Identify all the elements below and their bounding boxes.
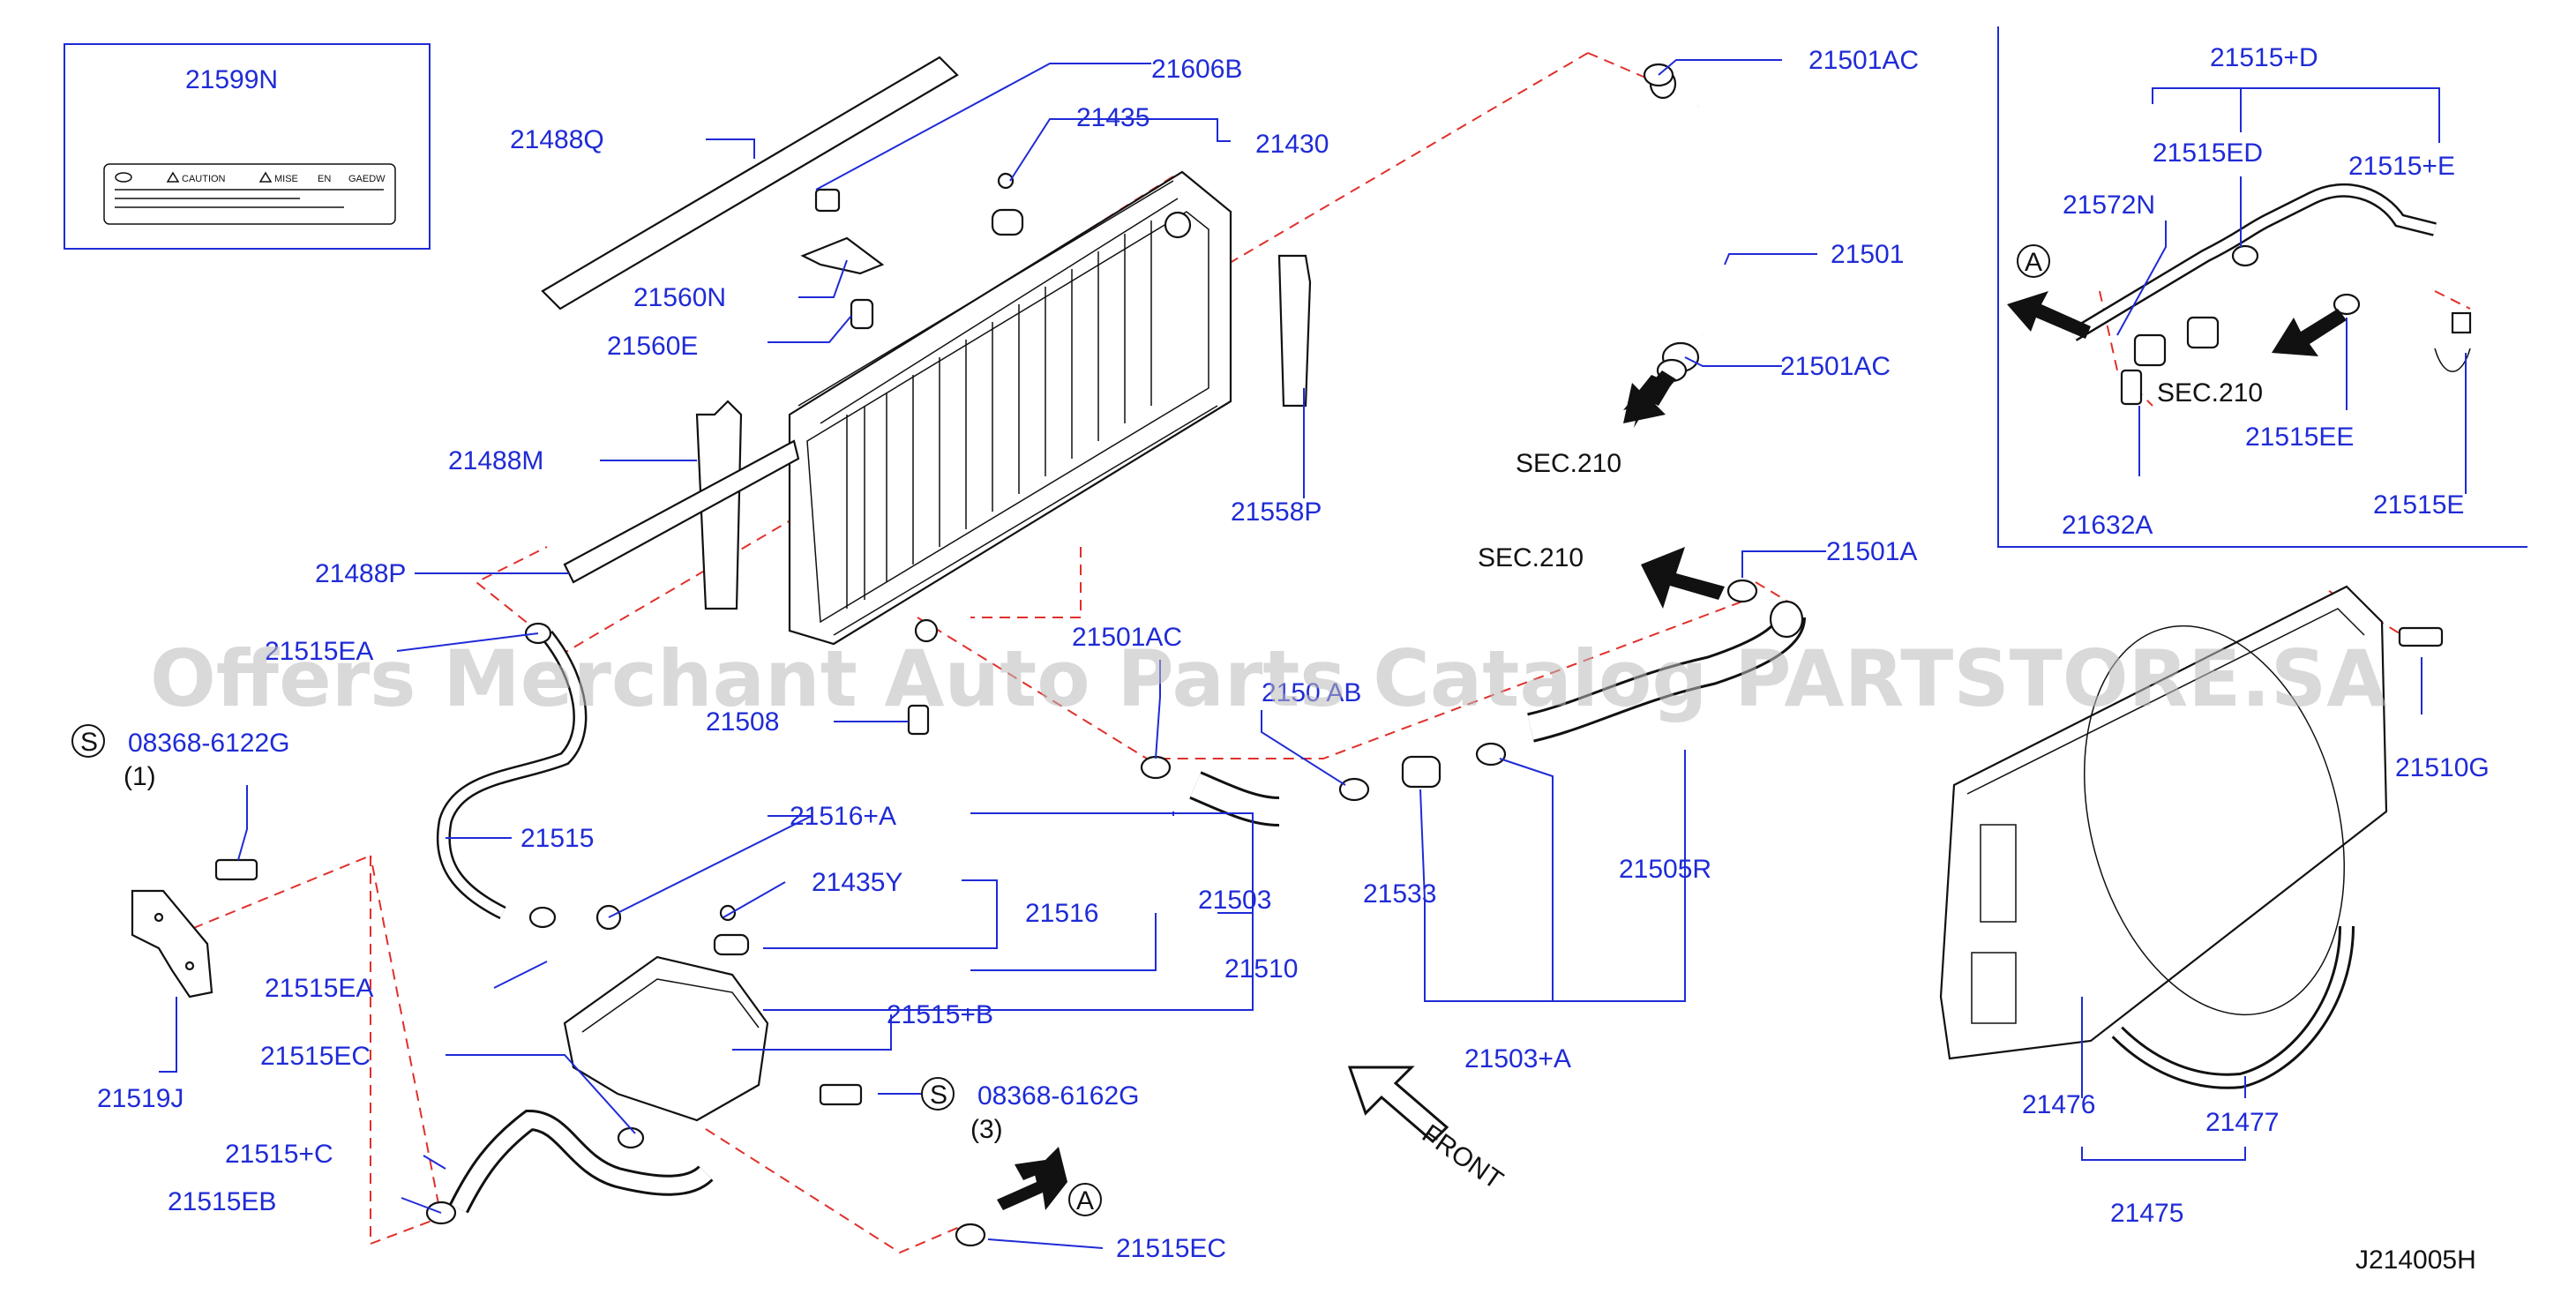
seal-21488P [563,439,800,584]
label-sec210-mid: SEC.210 [1478,543,1584,572]
en-text: EN [318,174,331,184]
label-sheet-box: 21599N CAUTION MISE EN GAEDW [64,43,431,250]
hose-21503 [1189,771,1280,827]
label-21515EC-top: 21515EC [260,1042,371,1071]
cap-21430 [991,172,1024,236]
label-21606B: 21606B [1151,55,1242,84]
watermark: Offers Merchant Auto Parts Catalog PARTS… [150,633,2386,724]
bolt-21510G [2398,626,2444,647]
mise-text: MISE [274,174,298,184]
s-symbol-1-text: S [80,728,98,757]
upper-hose-21501 [1649,68,1747,373]
label-21515E-plus: 21515+E [2348,152,2455,181]
label-21435Y: 21435Y [812,868,902,897]
label-21488M: 21488M [448,446,543,475]
label-21515EC-bottom: 21515EC [1116,1234,1226,1263]
label-21515ED: 21515ED [2153,138,2263,168]
label-21515EA-top: 21515EA [265,637,373,666]
reservoir-21510 [563,904,769,1122]
s-symbol-1 [71,724,105,758]
label-21558P: 21558P [1231,497,1322,527]
bracket-21519J [131,889,213,999]
fan-shroud-21476 [1939,585,2388,1060]
gaedw-text: GAEDW [348,174,386,184]
caution-text: CAUTION [182,174,226,184]
arrow-sec210-upper-head [1623,370,1676,423]
label-21515EE: 21515EE [2245,423,2354,452]
label-21560N: 21560N [633,283,726,312]
seal-21488M [695,400,743,610]
diagram-code: J214005H [2355,1245,2476,1275]
label-inset-sec210: SEC.210 [2157,378,2263,408]
label-21501: 21501 [1831,240,1904,269]
label-21599N: 21599N [185,65,278,94]
arrow-inset-left [2007,291,2091,339]
label-21572N: 21572N [2063,191,2155,220]
label-21505R: 21505R [1619,855,1711,884]
label-21560E: 21560E [607,332,698,361]
seal-21488Q [541,56,959,310]
label-21515E: 21515E [2373,490,2464,520]
label-21430: 21430 [1255,130,1329,159]
arrow-inset-sec210 [2272,309,2347,356]
label-21515EB: 21515EB [168,1187,276,1216]
lower-hose-21505R [1527,600,1806,743]
label-qty-3: (3) [970,1115,1003,1144]
label-21476: 21476 [2022,1090,2095,1119]
label-21501AC-mid: 21501AC [1780,352,1891,381]
pipe-21533 [1401,755,1442,789]
label-21477: 21477 [2205,1108,2279,1137]
label-21515B: 21515+B [887,1000,993,1029]
label-21488Q: 21488Q [510,125,604,154]
bolt-1 [214,858,258,881]
mount-21560E [850,298,874,330]
label-08368-6162G: 08368-6162G [977,1081,1140,1111]
arrow-to-A-body [997,1164,1067,1210]
front-arrow [1347,1066,1449,1144]
label-21515D: 21515+D [2210,43,2318,72]
label-21515: 21515 [520,824,594,853]
label-21501A: 21501A [1826,537,1917,566]
s-symbol-2 [921,1077,955,1111]
leader-lines [159,59,2467,1249]
arrow-sec210-mid [1641,547,1725,609]
label-21516A: 21516+A [790,802,896,831]
label-sec210-upper: SEC.210 [1516,449,1621,478]
bolt-2 [819,1083,863,1106]
label-21519J: 21519J [97,1084,183,1113]
label-21632A: 21632A [2062,511,2153,540]
label-21488P: 21488P [315,559,406,588]
label-21516: 21516 [1025,899,1098,928]
label-21503: 21503 [1198,886,1271,915]
label-21501AC-top: 21501AC [1808,46,1919,75]
clamp-21515EC-bottom [955,1223,986,1247]
radiator [788,170,1232,646]
label-21515EA-low: 21515EA [265,974,373,1003]
inset-box [1997,26,2527,548]
label-08368-6122G: 08368-6122G [128,729,290,758]
label-21510G: 21510G [2395,753,2490,782]
label-qty-1: (1) [124,762,156,791]
label-21475: 21475 [2110,1199,2183,1228]
label-21508: 21508 [706,707,779,737]
ref-A-circle-inset [2017,244,2050,278]
label-21435: 21435 [1076,103,1149,132]
label-front: FRONT [1417,1119,1509,1195]
ref-A-text-inset: A [2025,248,2042,277]
bracket-21560N [800,188,885,275]
label-2150AB: 2150 AB [1262,678,1361,707]
ref-A-text-bottom: A [1076,1186,1094,1216]
label-21503A: 21503+A [1464,1044,1571,1073]
label-21533: 21533 [1363,879,1436,909]
hose-21515C [425,1109,714,1225]
drain-plug-21508 [907,704,930,736]
seal-21558P [1277,254,1312,408]
label-21510: 21510 [1224,954,1298,984]
label-21515C: 21515+C [225,1140,333,1169]
s-symbol-2-text: S [930,1081,947,1110]
label-21501AC-low: 21501AC [1072,623,1182,652]
ref-A-circle-bottom [1068,1183,1102,1216]
